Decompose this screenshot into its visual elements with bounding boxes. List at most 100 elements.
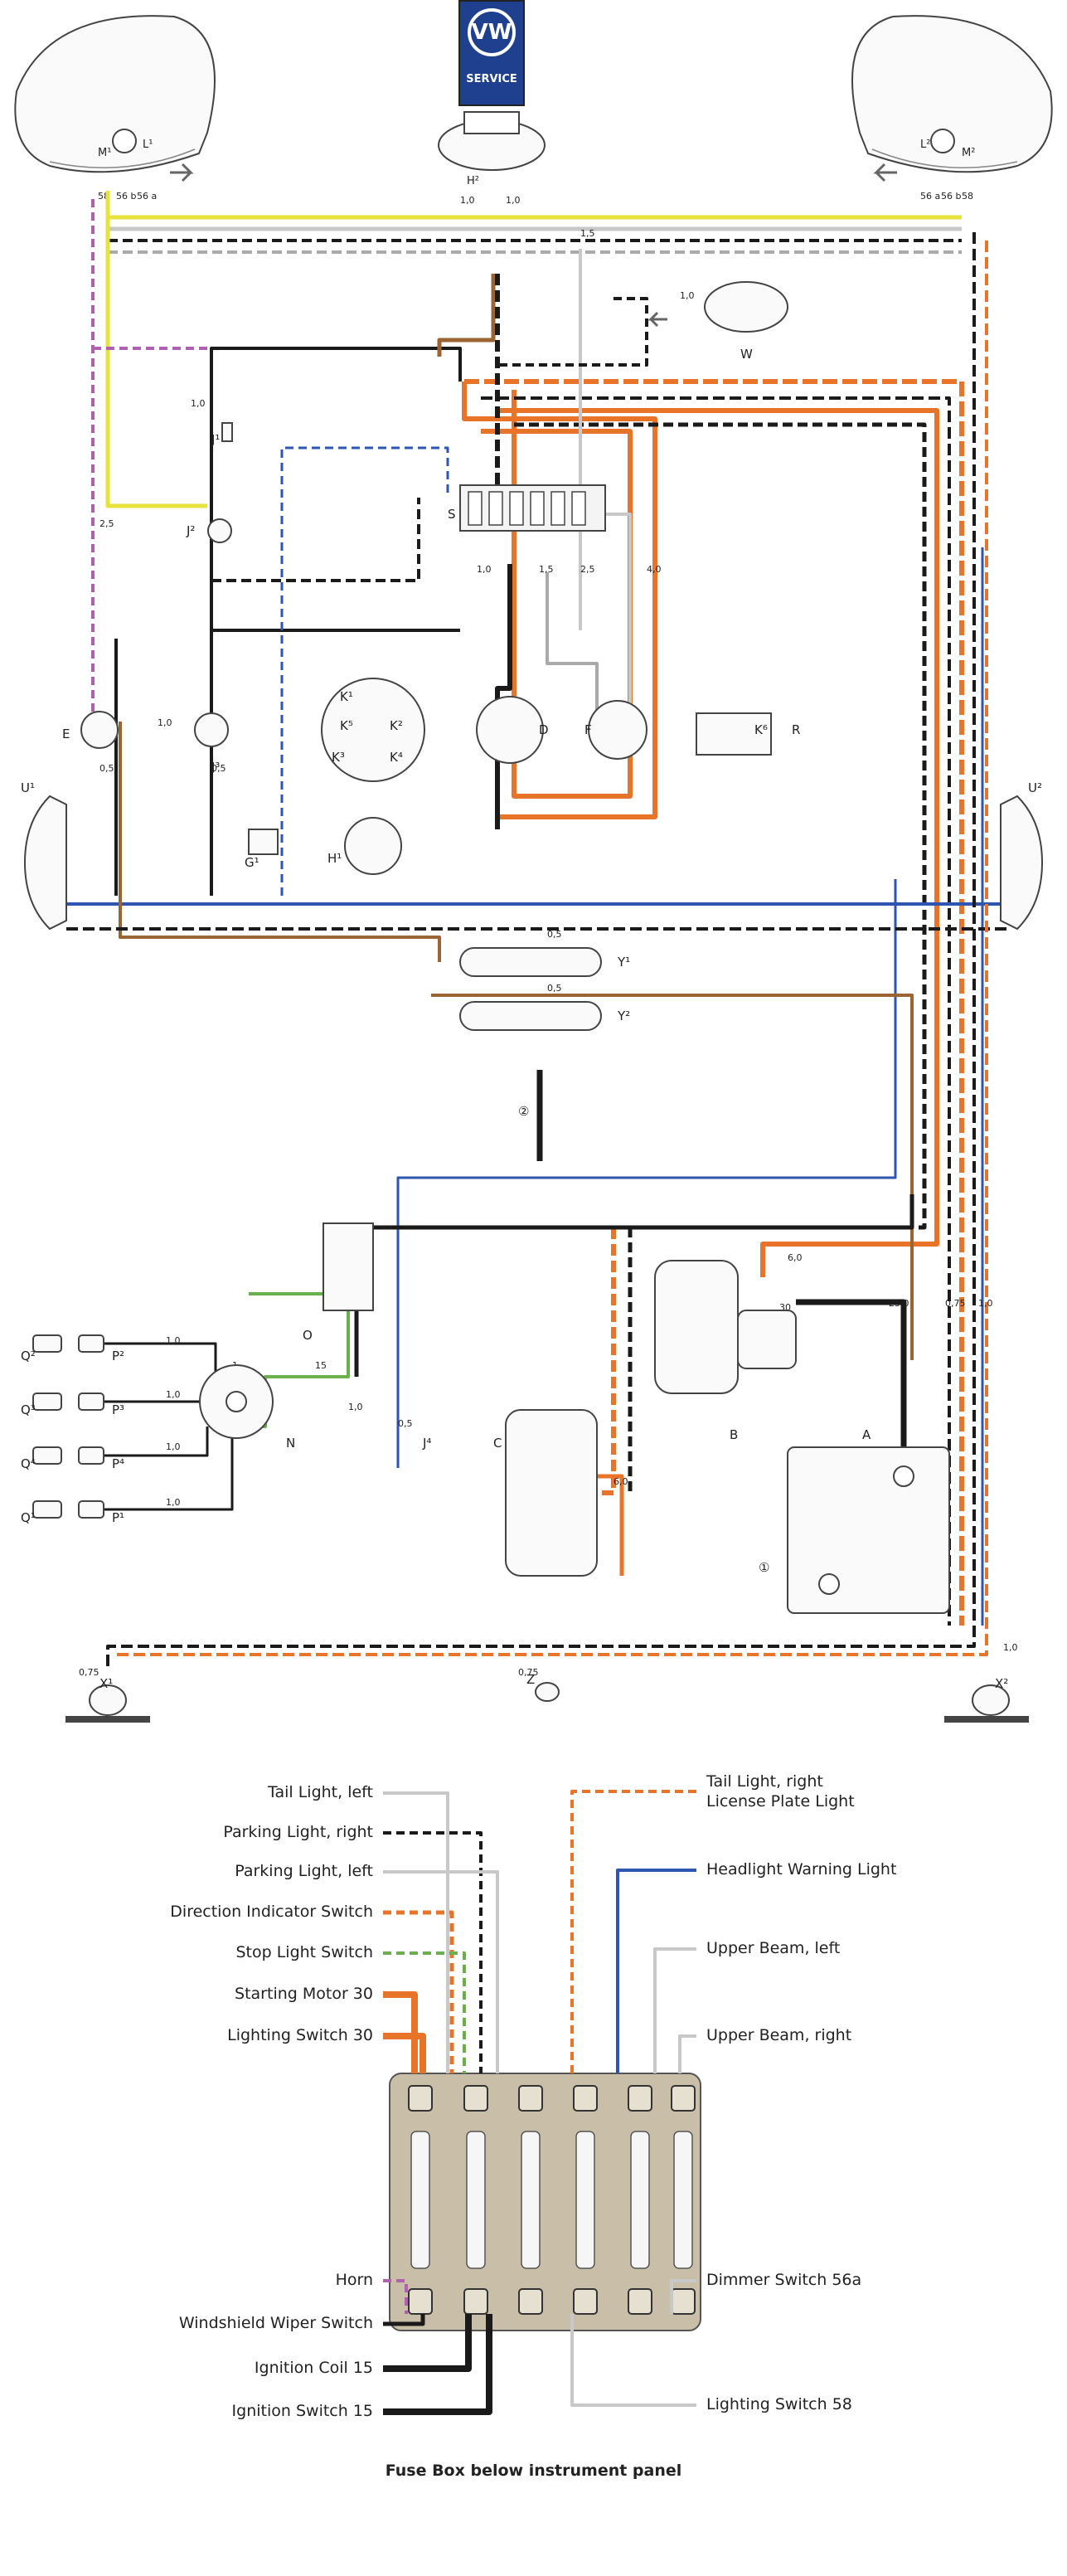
svg-text:1,0: 1,0 [348,1402,363,1412]
svg-text:6,0: 6,0 [788,1252,803,1263]
svg-text:Q³: Q³ [21,1402,36,1417]
vw-service-badge: VW SERVICE [458,0,525,106]
svg-text:1,5: 1,5 [539,564,554,575]
svg-text:2,5: 2,5 [580,564,595,575]
svg-text:0,5: 0,5 [547,983,562,994]
svg-text:15: 15 [315,1360,327,1371]
svg-text:1,0: 1,0 [680,290,695,301]
svg-text:P²: P² [112,1349,124,1363]
svg-text:P⁴: P⁴ [112,1456,124,1471]
svg-text:0,75: 0,75 [518,1667,539,1678]
svg-text:P³: P³ [112,1402,124,1417]
fuse-label-ignition-coil-15: Ignition Coil 15 [254,2359,373,2377]
label-H2: H² [467,175,479,187]
svg-text:0,75: 0,75 [79,1667,99,1678]
fuse-label-ignition-switch-15: Ignition Switch 15 [231,2402,373,2420]
svg-text:0,5: 0,5 [398,1418,413,1429]
label-58-right: 58 [962,191,973,202]
svg-text:G¹: G¹ [245,855,259,870]
fuse-label-upper-beam-left: Upper Beam, left [706,1939,841,1957]
fuse-label-upper-beam-right: Upper Beam, right [706,2026,852,2044]
svg-text:Q²: Q² [21,1349,36,1363]
fuse-label-horn: Horn [335,2271,373,2289]
svg-text:X¹: X¹ [99,1676,113,1691]
label-L1: L¹ [143,139,153,151]
svg-text:E: E [62,727,70,741]
svg-text:K⁶: K⁶ [754,722,768,737]
fuse-label-parking-light-right: Parking Light, right [223,1823,373,1841]
fuse-label-parking-light-left: Parking Light, left [235,1862,373,1880]
svg-text:0,5: 0,5 [211,763,226,774]
svg-text:K²: K² [390,718,403,733]
label-56a-left: 56 a [137,191,157,202]
fuse-label-stop-light-switch: Stop Light Switch [235,1943,373,1961]
svg-text:2,5: 2,5 [99,518,114,529]
fuse-label-lighting-switch-58: Lighting Switch 58 [706,2395,852,2413]
svg-text:C: C [493,1436,502,1451]
svg-text:K⁵: K⁵ [340,718,353,733]
svg-text:K³: K³ [332,750,345,765]
svg-text:0,75: 0,75 [945,1298,966,1309]
svg-text:X²: X² [995,1676,1008,1691]
components [23,422,1044,1723]
svg-text:1,0: 1,0 [158,717,172,728]
top-buses [108,215,962,254]
svg-text:K¹: K¹ [340,689,353,704]
svg-text:P¹: P¹ [112,1510,124,1525]
svg-text:N: N [286,1436,295,1451]
vw-logo: VW [468,8,516,56]
fuse-label-dimmer-switch-56a: Dimmer Switch 56a [706,2271,862,2289]
svg-text:1,0: 1,0 [477,564,492,575]
svg-text:1,0: 1,0 [166,1441,181,1452]
fuse-box-caption: Fuse Box below instrument panel [385,2462,682,2480]
svg-text:J⁴: J⁴ [422,1436,431,1451]
fuse-label-direction-indicator-switch: Direction Indicator Switch [170,1903,373,1921]
fuse-label-license-plate-light: License Plate Light [706,1792,855,1810]
horn-H2: H² [438,111,546,187]
label-M2: M² [962,147,975,159]
fuse-label-windshield-wiper-switch: Windshield Wiper Switch [178,2314,373,2332]
svg-text:A: A [862,1427,871,1442]
svg-text:0,5: 0,5 [99,763,114,774]
svg-text:①: ① [759,1560,769,1575]
label-56b-left: 56 b [116,191,136,202]
svg-text:Q⁴: Q⁴ [21,1456,36,1471]
fuse-label-headlight-warning-light: Headlight Warning Light [706,1860,897,1879]
svg-text:1,0: 1,0 [166,1497,181,1508]
label-56a-right: 56 a [920,191,940,202]
fuse-box-leaders [383,1790,696,2415]
svg-text:Y²: Y² [617,1009,630,1023]
svg-text:U¹: U¹ [21,780,35,795]
svg-text:O: O [303,1328,313,1343]
svg-text:25,0: 25,0 [889,1298,909,1309]
wiper-motor-W: W [647,281,788,362]
svg-text:1,0: 1,0 [166,1335,181,1346]
svg-text:H¹: H¹ [327,851,342,866]
svg-text:F: F [584,722,592,737]
svg-text:D: D [539,722,549,737]
service-text: SERVICE [466,73,517,85]
svg-text:B: B [730,1427,738,1442]
fuse-label-tail-light-right: Tail Light, right [706,1772,823,1791]
svg-text:0,5: 0,5 [547,929,562,940]
fuse-label-starting-motor-30: Starting Motor 30 [235,1985,373,2003]
svg-text:1,5: 1,5 [580,228,595,239]
label-56b-right: 56 b [941,191,961,202]
svg-text:Q¹: Q¹ [21,1510,36,1525]
svg-text:K⁴: K⁴ [390,750,403,765]
svg-text:6,0: 6,0 [614,1476,628,1487]
fuse-box-detail [389,2073,701,2331]
label-S: S [448,507,456,522]
svg-text:1,0: 1,0 [191,398,206,409]
svg-text:4,0: 4,0 [647,564,662,575]
fuse-box-S-schematic: S [448,484,606,532]
label-W: W [740,347,753,362]
svg-text:U²: U² [1028,780,1042,795]
svg-text:R: R [792,722,800,737]
headlight-right: L² M² 56 a 56 b 58 [851,15,1053,202]
spark-plugs [32,1334,104,1519]
fuse-label-lighting-switch-30: Lighting Switch 30 [227,2026,373,2044]
svg-text:1,0: 1,0 [1003,1642,1018,1653]
svg-text:J³: J³ [211,760,220,775]
